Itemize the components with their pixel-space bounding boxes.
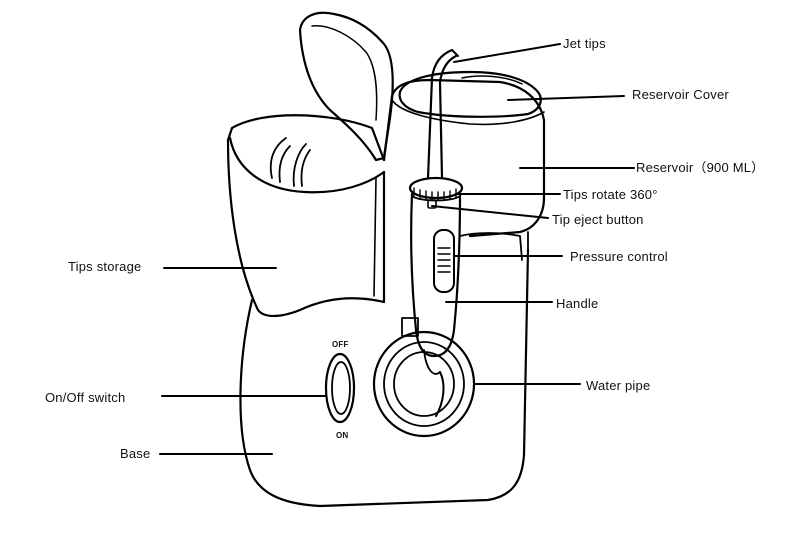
stored-tip-4 [300,149,311,187]
jet-tip [426,48,454,180]
label-reservoir: Reservoir（900 ML） [636,160,765,175]
leader-jet-tips [453,43,561,63]
storage-rim-inner [228,136,386,194]
label-on-off-switch: On/Off switch [45,390,126,405]
leader-tip-eject [431,205,549,219]
base-body [239,248,530,508]
rotate-collar [408,176,464,200]
stored-tip-3 [292,143,307,187]
jet-tip-outer [438,54,458,180]
handle-holder [459,232,523,261]
switch-rocker [331,361,351,415]
pipe-clip [401,317,419,337]
label-base: Base [120,446,151,461]
reservoir-inner-rim [391,99,545,126]
label-handle: Handle [556,296,599,311]
storage-fold-line [373,177,377,297]
reservoir-cover-ridge [461,75,523,85]
label-tip-eject: Tip eject button [552,212,644,227]
pipe-hose [435,371,445,417]
switch-mark-off: OFF [332,340,349,349]
label-tips-rotate: Tips rotate 360° [563,187,658,202]
label-reservoir-cover: Reservoir Cover [632,87,729,102]
label-water-pipe: Water pipe [586,378,651,393]
reservoir-cover [398,70,542,118]
rotate-collar-teeth [413,187,457,201]
switch-bezel [324,352,356,424]
stored-tip-2 [278,145,291,183]
pressure-slider [433,229,455,293]
handle-body [410,192,462,358]
storage-rim-left [226,114,386,162]
storage-compartment [226,138,386,318]
leader-reservoir-cover [507,95,625,101]
pipe-coil-inner [393,351,455,417]
label-tips-storage: Tips storage [68,259,142,274]
label-pressure-control: Pressure control [570,249,668,264]
reservoir-body [382,78,546,238]
pipe-coil-outer [372,330,476,438]
pipe-coil-mid [383,341,465,427]
storage-lid-inner [311,25,378,121]
label-jet-tips: Jet tips [563,36,606,51]
stored-tip-1 [269,137,287,179]
tip-eject-button [427,199,437,209]
pressure-slider-grip [437,247,451,273]
jet-tip-end [451,49,459,57]
handle-bottom [423,349,441,375]
switch-mark-on: ON [336,431,349,440]
